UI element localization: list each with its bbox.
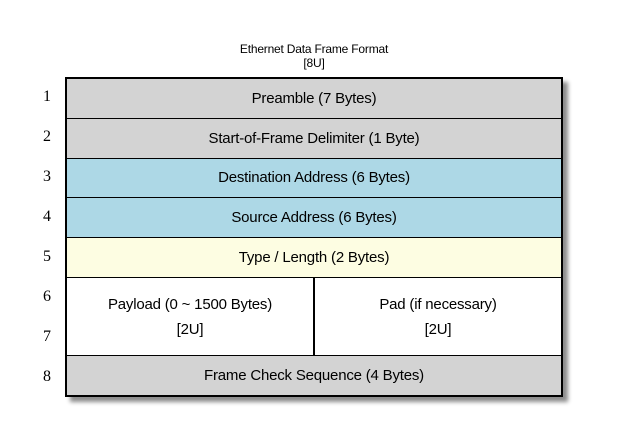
frame-row-payload-pad: Payload (0 ~ 1500 Bytes) [2U] Pad (if ne… bbox=[67, 276, 561, 356]
row-number: 8 bbox=[43, 368, 51, 385]
frame-row-label: Destination Address (6 Bytes) bbox=[218, 169, 410, 187]
row-number: 4 bbox=[43, 208, 51, 225]
frame-row-sfd: Start-of-Frame Delimiter (1 Byte) bbox=[67, 117, 561, 158]
pad-cell: Pad (if necessary) [2U] bbox=[315, 278, 561, 356]
frame-table: Preamble (7 Bytes) Start-of-Frame Delimi… bbox=[65, 77, 563, 397]
row-number: 1 bbox=[43, 88, 51, 105]
diagram-title-unit: [8U] bbox=[303, 56, 325, 70]
frame-row-label: Source Address (6 Bytes) bbox=[231, 209, 397, 227]
row-number-column: 1 2 3 4 5 6 7 8 bbox=[34, 77, 60, 397]
payload-cell: Payload (0 ~ 1500 Bytes) [2U] bbox=[67, 277, 315, 356]
pad-unit: [2U] bbox=[424, 320, 452, 338]
row-number: 6 bbox=[43, 288, 51, 305]
row-number: 2 bbox=[43, 128, 51, 145]
frame-row-label: Frame Check Sequence (4 Bytes) bbox=[204, 367, 424, 385]
frame-row-preamble: Preamble (7 Bytes) bbox=[67, 79, 561, 118]
payload-unit: [2U] bbox=[176, 320, 204, 338]
payload-label: Payload (0 ~ 1500 Bytes) bbox=[107, 295, 273, 313]
diagram-title: Ethernet Data Frame Format [8U] bbox=[65, 42, 563, 70]
frame-row-label: Preamble (7 Bytes) bbox=[251, 89, 377, 107]
frame-row-type-length: Type / Length (2 Bytes) bbox=[67, 237, 561, 277]
row-number: 7 bbox=[43, 328, 51, 345]
pad-label: Pad (if necessary) bbox=[379, 295, 497, 313]
row-number: 5 bbox=[43, 248, 51, 265]
frame-row-label: Type / Length (2 Bytes) bbox=[238, 248, 390, 266]
frame-row-source-address: Source Address (6 Bytes) bbox=[67, 197, 561, 237]
diagram-title-text: Ethernet Data Frame Format bbox=[239, 42, 389, 56]
frame-row-fcs: Frame Check Sequence (4 Bytes) bbox=[67, 355, 561, 395]
row-number: 3 bbox=[43, 168, 51, 185]
frame-row-destination-address: Destination Address (6 Bytes) bbox=[67, 157, 561, 198]
frame-row-label: Start-of-Frame Delimiter (1 Byte) bbox=[208, 129, 420, 147]
